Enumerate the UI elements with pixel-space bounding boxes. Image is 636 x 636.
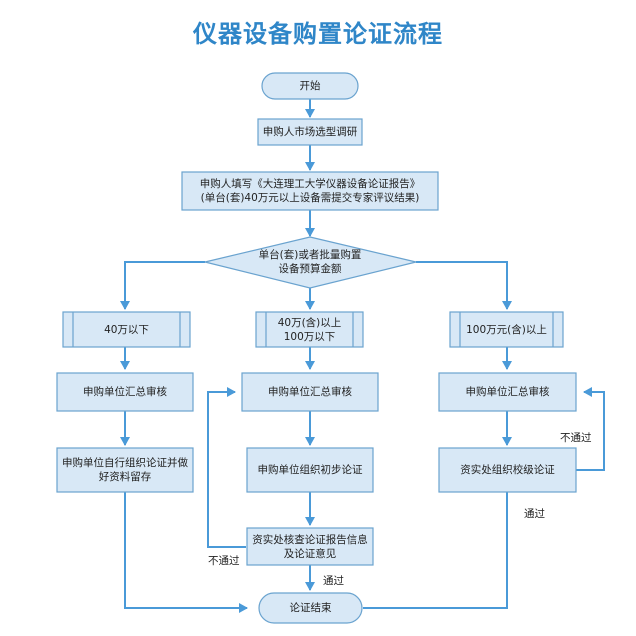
mid-prelim-label: 申购单位组织初步论证: [257, 464, 363, 476]
mid-pass-label: 通过: [323, 575, 344, 587]
branch-left-box: [62, 311, 191, 348]
left-review-label: 申购单位汇总审核: [83, 386, 167, 398]
branch-mid-label-line2: 100万以下: [283, 330, 336, 343]
left-self-label-line1: 申购单位自行组织论证并做: [62, 457, 188, 469]
edge-left-self-end: [124, 492, 248, 613]
edge-decision-left: [120, 261, 205, 310]
branch-right-label: 100万元(含)以上: [466, 323, 547, 336]
right-pass-label: 通过: [524, 508, 545, 520]
right-fail-label: 不通过: [560, 432, 592, 444]
survey-label: 申购人市场选型调研: [262, 126, 358, 138]
end-node: [258, 592, 363, 624]
decision-diamond: [204, 236, 417, 289]
right-review-label: 申购单位汇总审核: [465, 386, 550, 398]
branch-mid-label: 40万(含)以上 100万以下: [266, 312, 353, 347]
report-label: 申购人填写《大连理工大学仪器设备论证报告》 (单台(套)40万元以上设备需提交专…: [182, 172, 438, 210]
mid-check-label: 资实处核查论证报告信息 及论证意见: [247, 528, 373, 565]
mid-check-label-line1: 资实处核查论证报告信息: [252, 533, 368, 546]
report-box: [181, 171, 439, 211]
end-label: 论证结束: [289, 602, 332, 614]
survey-box: [257, 118, 363, 146]
report-label-line2: (单台(套)40万元以上设备需提交专家评议结果): [200, 192, 420, 204]
right-campus-box: [438, 447, 577, 493]
edge-right-fail-loop: [576, 387, 605, 471]
decision-label-line1: 单台(套)或者批量购置: [258, 249, 362, 261]
mid-check-box: [246, 527, 374, 566]
left-self-label-line2: 好资料留存: [98, 471, 152, 483]
mid-check-label-line2: 及论证意见: [283, 547, 337, 560]
nodes: [56, 72, 577, 624]
left-self-box: [56, 447, 194, 493]
report-label-line1: 申购人填写《大连理工大学仪器设备论证报告》: [199, 178, 421, 190]
branch-mid-label-line1: 40万(含)以上: [277, 316, 342, 329]
start-node: [261, 72, 359, 100]
edge-mid-fail-loop: [207, 387, 246, 548]
branch-mid-box: [255, 311, 364, 348]
connectors: [120, 99, 605, 613]
mid-review-box: [241, 372, 379, 412]
right-campus-label: 资实处组织校级论证: [460, 464, 555, 476]
mid-review-label: 申购单位汇总审核: [268, 386, 352, 398]
left-review-box: [56, 372, 194, 412]
mid-prelim-box: [246, 447, 374, 493]
edge-decision-right: [416, 261, 512, 310]
mid-fail-label: 不通过: [208, 555, 240, 567]
edge-right-pass: [363, 492, 508, 609]
page-title: 仪器设备购置论证流程: [193, 20, 443, 48]
right-review-box: [438, 372, 577, 412]
branch-left-label: 40万以下: [104, 323, 149, 336]
start-label: 开始: [299, 80, 321, 92]
decision-label-line2: 设备预算金额: [278, 263, 342, 275]
decision-label: 单台(套)或者批量购置 设备预算金额: [230, 240, 390, 284]
left-self-label: 申购单位自行组织论证并做 好资料留存: [57, 448, 193, 492]
branch-right-box: [449, 311, 564, 348]
